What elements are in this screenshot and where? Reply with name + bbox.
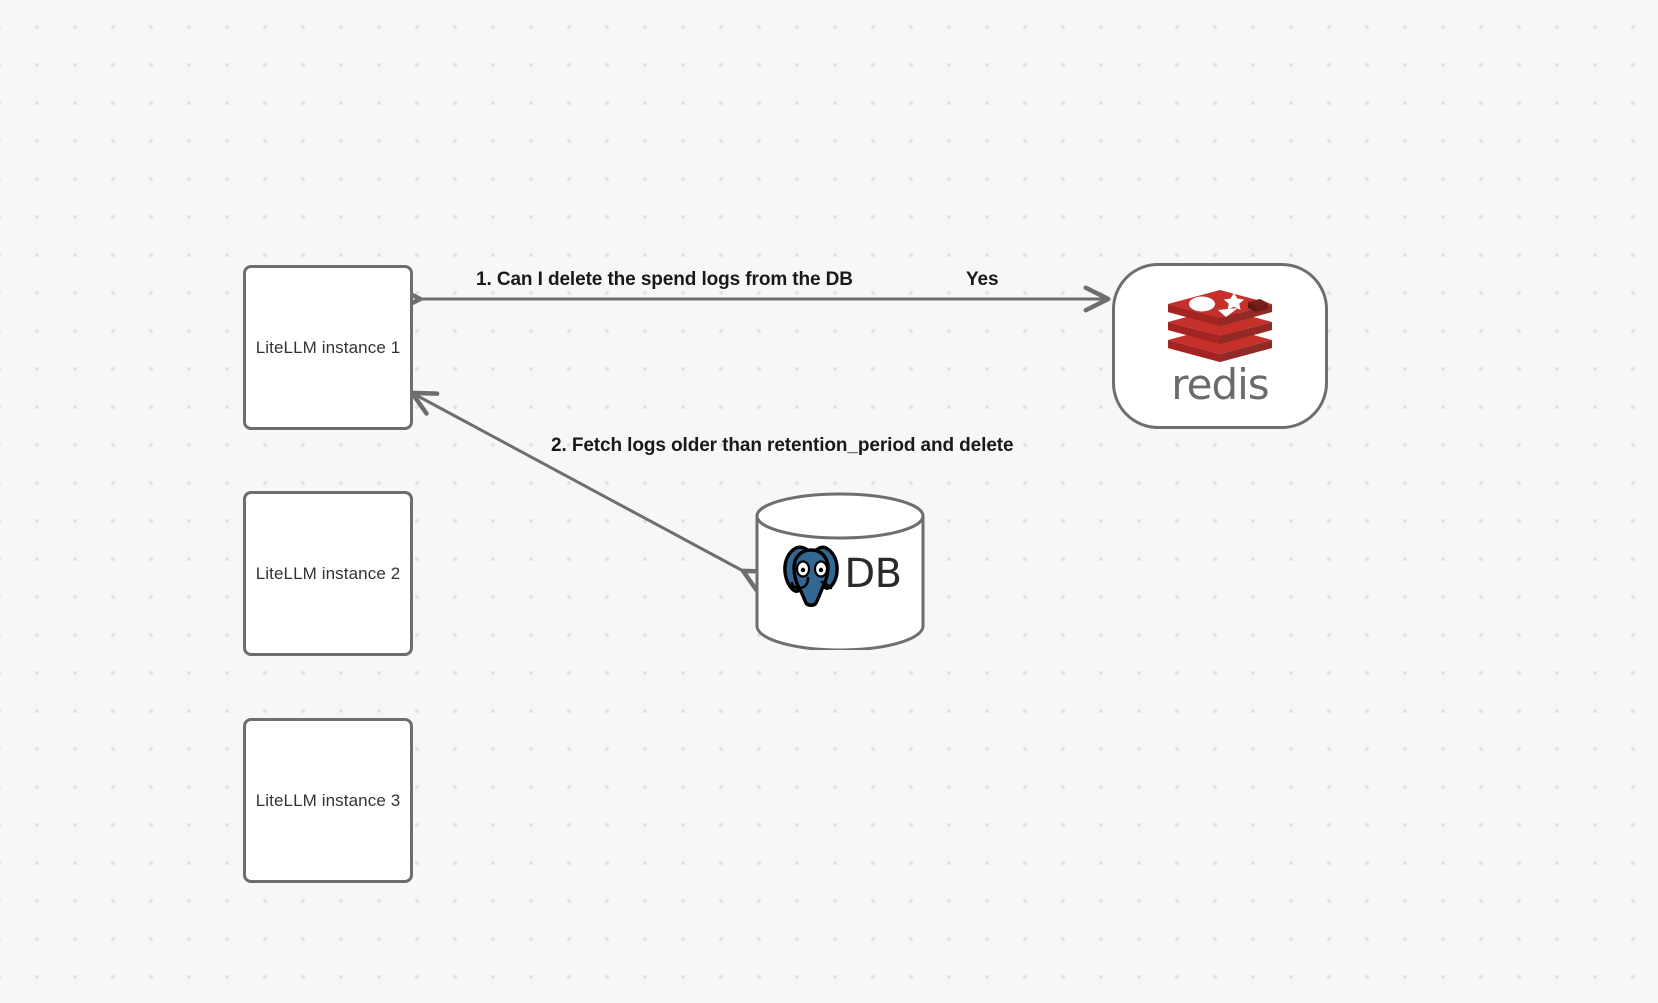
database-label: DB [844, 551, 902, 597]
edge-label-step-1: 1. Can I delete the spend logs from the … [476, 269, 853, 290]
database-logo-group: DB [754, 538, 926, 610]
node-litellm-instance-1-label: LiteLLM instance 1 [255, 337, 401, 357]
node-database[interactable]: DB [754, 492, 926, 650]
node-litellm-instance-3[interactable]: LiteLLM instance 3 [243, 718, 413, 883]
node-litellm-instance-1[interactable]: LiteLLM instance 1 [243, 265, 413, 430]
redis-wordmark: redis [1171, 360, 1269, 409]
node-litellm-instance-2-label: LiteLLM instance 2 [255, 563, 401, 583]
edge-litellm1-db [409, 390, 771, 594]
redis-logo-icon [1168, 290, 1272, 362]
node-redis[interactable]: redis [1112, 263, 1328, 429]
node-litellm-instance-3-label: LiteLLM instance 3 [255, 790, 401, 810]
redis-logo-group: redis [1164, 284, 1276, 406]
edge-label-step-2: 2. Fetch logs older than retention_perio… [551, 435, 1014, 456]
edge-label-step-1-reply: Yes [966, 269, 999, 290]
node-litellm-instance-2[interactable]: LiteLLM instance 2 [243, 491, 413, 656]
postgresql-elephant-icon [783, 545, 840, 607]
